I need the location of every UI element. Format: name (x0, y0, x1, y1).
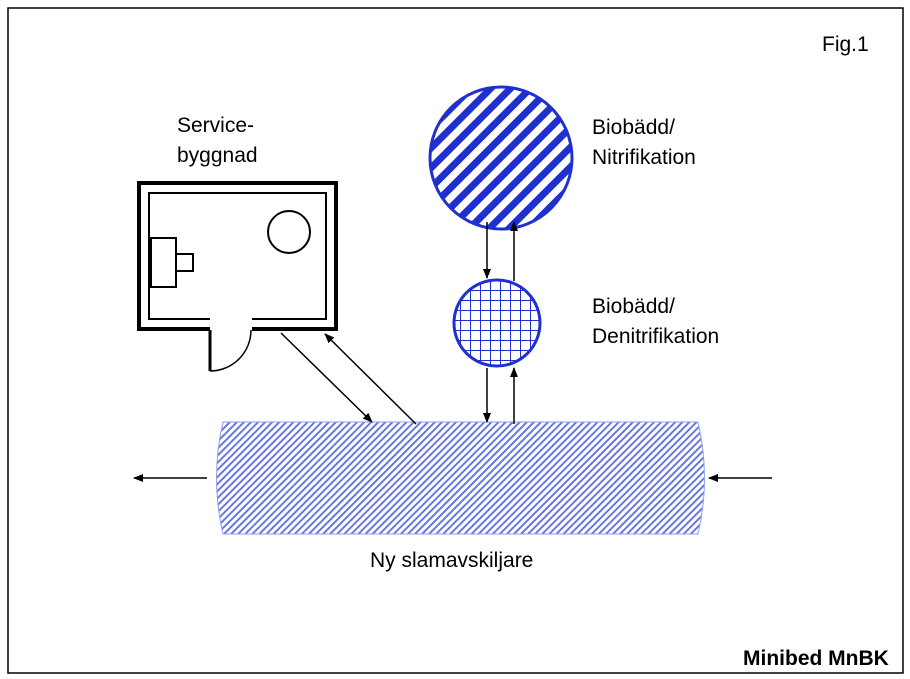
service-building-label-line1: Service- (177, 114, 255, 137)
biobed-nitrification-label-line2: Nitrifikation (592, 146, 696, 169)
building-door-swing (209, 329, 252, 372)
biobed-nitrification (428, 85, 574, 231)
biobed-denitrification (452, 278, 542, 368)
service-building-label-line2: byggnad (177, 144, 258, 167)
service-building (137, 181, 338, 372)
building-equipment-box (150, 237, 177, 288)
brand-label: Minibed MnBK (743, 647, 889, 670)
biobed-denitrification-label-line2: Denitrifikation (592, 325, 720, 348)
figure-frame (7, 7, 904, 674)
building-equipment-small-box (175, 253, 194, 272)
sludge-separator-label: Ny slamavskiljare (370, 549, 534, 572)
arrow-separator-to-building (324, 333, 417, 425)
biobed-nitrification-label-line1: Biobädd/ (592, 116, 675, 139)
figure-number: Fig.1 (822, 33, 869, 56)
building-tank-circle (267, 210, 311, 254)
arrow-building-to-separator (280, 332, 373, 423)
building-door-gap (210, 317, 252, 331)
sludge-separator-tank (216, 421, 705, 535)
biobed-denitrification-label-line1: Biobädd/ (592, 295, 675, 318)
